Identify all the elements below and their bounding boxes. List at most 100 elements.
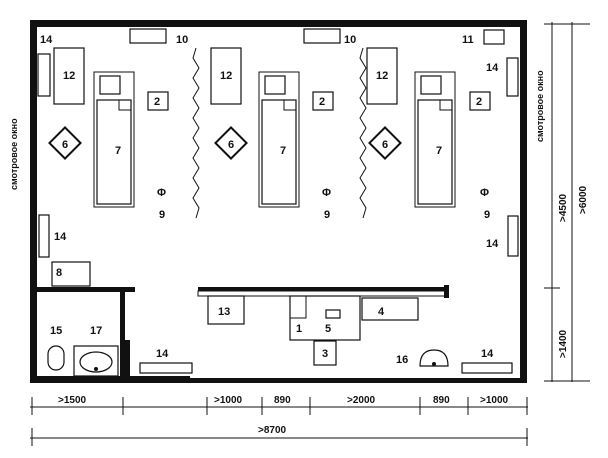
bed-frame xyxy=(414,71,456,208)
label-10-left: 10 xyxy=(176,34,188,46)
label-1: 1 xyxy=(296,323,302,335)
chair-2 xyxy=(469,91,491,111)
label-9: 9 xyxy=(159,209,165,221)
chair-2 xyxy=(147,91,169,111)
sink-17-basin xyxy=(79,351,113,373)
label-17: 17 xyxy=(90,325,102,337)
dim-right-1: >4500 xyxy=(558,193,569,222)
item-5 xyxy=(325,309,341,319)
wall-partition-left xyxy=(30,287,135,292)
bed-fold xyxy=(118,100,131,111)
label-6: 6 xyxy=(228,139,234,151)
item-10-left xyxy=(129,28,167,44)
bedside-table-12 xyxy=(210,47,242,105)
label-6: 6 xyxy=(62,139,68,151)
label-7: 7 xyxy=(280,145,286,157)
outlet-9-symbol: Φ xyxy=(322,187,331,199)
bedside-table-12 xyxy=(53,47,85,105)
wall-wc-divider xyxy=(120,287,125,380)
curtain-right xyxy=(359,47,367,219)
label-3: 3 xyxy=(322,348,328,360)
label-2: 2 xyxy=(319,96,325,108)
label-14-bottom-left: 14 xyxy=(156,348,169,360)
outlet-9-symbol: Φ xyxy=(157,187,166,199)
label-7: 7 xyxy=(115,145,121,157)
label-12: 12 xyxy=(220,70,232,82)
bed-fold xyxy=(439,100,452,111)
bed-group-1: 14 12 7 2 6 Φ 9 xyxy=(37,34,169,221)
wall-right xyxy=(520,20,527,383)
wall-bottom-left xyxy=(30,376,190,383)
item-10-right xyxy=(303,28,341,44)
outlet-9-symbol: Φ xyxy=(480,187,489,199)
label-4: 4 xyxy=(378,306,385,318)
label-12: 12 xyxy=(376,70,388,82)
label-11: 11 xyxy=(462,34,474,46)
label-8: 8 xyxy=(56,267,62,279)
dim-bottom-6: >1000 xyxy=(480,395,509,406)
label-14-topleft: 14 xyxy=(40,34,53,46)
bed-mattress xyxy=(417,99,453,205)
chair-3 xyxy=(313,340,337,366)
observation-window-right: смотровое окно xyxy=(535,70,545,142)
bed-group-2: 12 7 2 6 Φ 9 xyxy=(210,47,334,221)
sink-16 xyxy=(419,349,449,367)
bed-frame xyxy=(93,71,135,208)
wall-partition-end xyxy=(444,285,449,298)
toilet-15 xyxy=(47,345,65,371)
dim-bottom-total: >8700 xyxy=(258,425,287,436)
bed-pillow xyxy=(420,75,442,95)
label-16: 16 xyxy=(396,354,408,366)
dim-bottom-5: 890 xyxy=(433,395,450,406)
bed-mattress xyxy=(96,99,132,205)
partition-screen xyxy=(197,290,449,297)
bed-frame xyxy=(258,71,300,208)
dim-bottom-3: 890 xyxy=(274,395,291,406)
table-6 xyxy=(368,126,402,160)
label-7: 7 xyxy=(436,145,442,157)
bed-mattress xyxy=(261,99,297,205)
bedside-table-12 xyxy=(366,47,398,105)
label-9: 9 xyxy=(484,209,490,221)
sink-17-drain xyxy=(94,367,98,371)
label-2: 2 xyxy=(154,96,160,108)
item-13 xyxy=(207,295,245,325)
label-9: 9 xyxy=(324,209,330,221)
item-8 xyxy=(51,261,91,287)
label-12: 12 xyxy=(63,70,75,82)
dim-bottom-2: >1000 xyxy=(214,395,243,406)
table-6 xyxy=(214,126,248,160)
dimensions-bottom: >1500 >1000 890 >2000 890 >1000 >8700 xyxy=(30,395,528,446)
bed-group-3: 12 7 2 6 Φ 9 14 xyxy=(366,47,519,221)
label-10-right: 10 xyxy=(344,34,356,46)
label-14-right: 14 xyxy=(486,238,499,250)
wall-partition-center xyxy=(198,287,448,291)
observation-window-left: смотровое окно xyxy=(9,118,19,190)
desk-drawer xyxy=(289,295,307,319)
item-14-left xyxy=(38,214,50,258)
bed-pillow xyxy=(99,75,121,95)
label-6: 6 xyxy=(382,139,388,151)
label-13: 13 xyxy=(218,306,230,318)
dimensions-right: >4500 >1400 >6000 xyxy=(544,22,590,382)
item-11 xyxy=(483,29,505,45)
curtain-left xyxy=(192,47,200,219)
chair-2 xyxy=(312,91,334,111)
dim-bottom-4: >2000 xyxy=(347,395,376,406)
item-14 xyxy=(506,57,519,97)
label-2: 2 xyxy=(476,96,482,108)
label-14-bottom-right: 14 xyxy=(481,348,494,360)
item-14-right xyxy=(507,215,519,257)
label-15: 15 xyxy=(50,325,62,337)
label-5: 5 xyxy=(325,323,331,335)
bed-pillow xyxy=(264,75,286,95)
bed-fold xyxy=(283,100,296,111)
item-4 xyxy=(361,297,419,321)
wall-top xyxy=(30,20,527,27)
wall-bottom-right xyxy=(190,378,527,383)
item-14-bottom-right xyxy=(461,362,513,374)
label-14-left: 14 xyxy=(54,231,67,243)
item-14 xyxy=(37,53,51,97)
dim-right-total: >6000 xyxy=(578,185,589,214)
